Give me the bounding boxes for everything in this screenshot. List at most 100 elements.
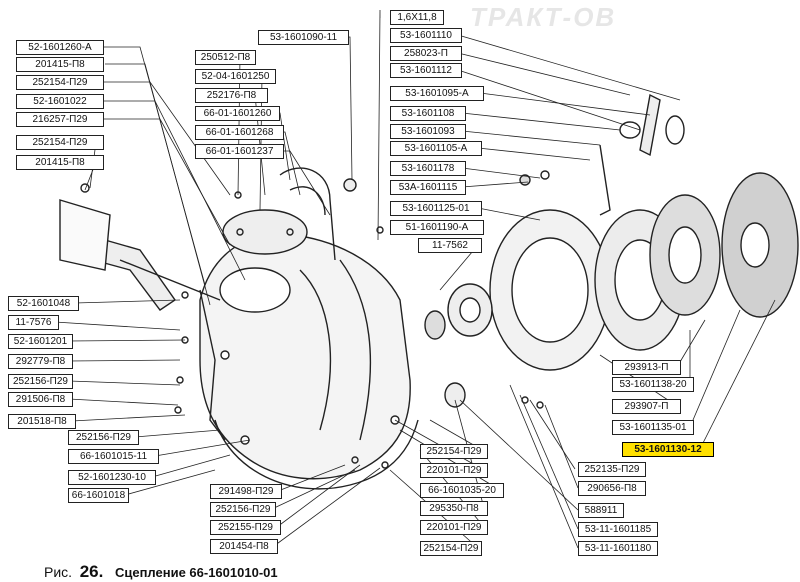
part-label: 258023-П bbox=[390, 46, 462, 61]
part-label: 1,6Х11,8 bbox=[390, 10, 444, 25]
part-label: 252154-П29 bbox=[16, 135, 104, 150]
leader-l40 bbox=[271, 469, 356, 510]
leader-l30 bbox=[68, 339, 186, 342]
nut-small-3 bbox=[376, 226, 384, 234]
part-label: 11-7562 bbox=[418, 238, 482, 253]
leader-l41 bbox=[276, 464, 361, 528]
leader-l54 bbox=[529, 399, 576, 470]
part-label: 53-1601112 bbox=[390, 63, 462, 78]
leader-l28 bbox=[74, 299, 181, 304]
part-label: 53-1601095-А bbox=[390, 86, 484, 101]
highlighted-part-label: 53-1601130-12 bbox=[622, 442, 714, 457]
leader-l20 bbox=[461, 112, 621, 131]
fork-shaft bbox=[119, 259, 221, 301]
part-label: 52-1601260-А bbox=[16, 40, 104, 55]
part-label: 53-1601093 bbox=[390, 124, 466, 139]
part-label: 66-1601018 bbox=[68, 488, 129, 503]
leader-l19 bbox=[479, 92, 651, 116]
cover-bolt-2 bbox=[286, 228, 294, 236]
part-label: 220101-П29 bbox=[420, 463, 488, 478]
part-label: 201454-П8 bbox=[210, 539, 278, 554]
figure-caption: Рис. 26. Сцепление 66-1601010-01 bbox=[44, 562, 278, 582]
pressure-plate-inner bbox=[511, 237, 589, 343]
friction-disc-1-inner bbox=[668, 226, 702, 284]
nut-small bbox=[343, 178, 357, 192]
bolt-small-2 bbox=[540, 170, 550, 180]
part-label: 52-04-1601250 bbox=[195, 69, 276, 84]
oil-pipe bbox=[279, 167, 336, 261]
part-label: 216257-П29 bbox=[16, 112, 104, 127]
part-label: 53А-1601115 bbox=[390, 180, 466, 195]
leader-l12 bbox=[280, 131, 301, 196]
part-label: 52-1601048 bbox=[8, 296, 79, 311]
part-label: 53-1601138-20 bbox=[612, 377, 694, 392]
figure-title: Сцепление 66-1601010-01 bbox=[114, 565, 278, 580]
part-label: 53-1601178 bbox=[390, 161, 466, 176]
leader-l15 bbox=[377, 9, 381, 241]
part-label: 291506-П8 bbox=[8, 392, 73, 407]
part-label: 66-1601035-20 bbox=[420, 483, 504, 498]
housing-opening bbox=[219, 267, 291, 313]
housing-bolt-hole bbox=[220, 350, 230, 360]
part-label: 52-1601201 bbox=[8, 334, 73, 349]
part-label: 252156-П29 bbox=[8, 374, 73, 389]
leader-l14 bbox=[345, 36, 353, 181]
leader-l36 bbox=[154, 439, 251, 457]
part-label: 291498-П29 bbox=[210, 484, 282, 499]
leader-l58 bbox=[509, 384, 579, 549]
leader-l23 bbox=[461, 167, 541, 179]
drawing-group bbox=[59, 93, 799, 490]
leader-l29 bbox=[54, 321, 181, 331]
clutch-housing-outline bbox=[199, 233, 411, 480]
leader-l18 bbox=[457, 69, 641, 131]
leader-l49 bbox=[676, 319, 706, 368]
leader-l34 bbox=[71, 414, 186, 422]
part-label: 53-11-1601185 bbox=[578, 522, 658, 537]
leader-l45 bbox=[399, 429, 501, 491]
part-label: 52-1601022 bbox=[16, 94, 104, 109]
housing-inner-rib bbox=[299, 269, 332, 431]
leader-l4 bbox=[100, 100, 246, 281]
part-label: 252154-П29 bbox=[16, 75, 104, 90]
part-label: 293907-П bbox=[612, 399, 681, 414]
inspection-cover bbox=[222, 209, 308, 255]
lever-roller-2 bbox=[665, 115, 685, 145]
nut-small-9 bbox=[536, 401, 544, 409]
part-label: 201415-П8 bbox=[16, 155, 104, 170]
leader-l16 bbox=[457, 34, 681, 101]
part-label: 252176-П8 bbox=[195, 88, 268, 103]
part-label: 53-1601108 bbox=[390, 106, 466, 121]
part-label: 293913-П bbox=[612, 360, 681, 375]
part-label: 250512-П8 bbox=[195, 50, 256, 65]
nut-small-7 bbox=[174, 406, 182, 414]
fork-bracket bbox=[59, 199, 111, 271]
housing-lower-bowl bbox=[214, 419, 419, 490]
part-label: 53-1601125-01 bbox=[390, 201, 482, 216]
bushing-part bbox=[444, 382, 466, 408]
leader-l38 bbox=[124, 469, 216, 496]
leader-l25 bbox=[477, 207, 541, 221]
cover-bolt bbox=[236, 228, 244, 236]
part-label: 292779-П8 bbox=[8, 354, 73, 369]
leader-l37 bbox=[151, 454, 231, 478]
part-label: 53-1601090-11 bbox=[258, 30, 349, 45]
part-label: 295350-П8 bbox=[420, 501, 488, 516]
leader-l35 bbox=[134, 429, 221, 438]
leader-l24 bbox=[461, 181, 529, 188]
part-label: 220101-П29 bbox=[420, 520, 488, 535]
part-label: 53-1601110 bbox=[390, 28, 462, 43]
leader-l17 bbox=[457, 52, 631, 96]
leader-l39 bbox=[277, 464, 346, 492]
oil-pipe-2 bbox=[289, 186, 326, 216]
leader-l31 bbox=[68, 359, 181, 362]
leader-l57 bbox=[519, 394, 579, 530]
part-label: 252154-П29 bbox=[420, 541, 482, 556]
fork-bolt bbox=[80, 183, 90, 193]
part-label: 290656-П8 bbox=[578, 481, 646, 496]
part-label: 66-01-1601260 bbox=[195, 106, 280, 121]
release-bearing-sleeve bbox=[424, 310, 446, 340]
housing-inner-rib-2 bbox=[339, 259, 372, 441]
figure-prefix: Рис. bbox=[44, 564, 73, 580]
nut-small-11 bbox=[381, 461, 389, 469]
part-label: 53-1601135-01 bbox=[612, 420, 694, 435]
